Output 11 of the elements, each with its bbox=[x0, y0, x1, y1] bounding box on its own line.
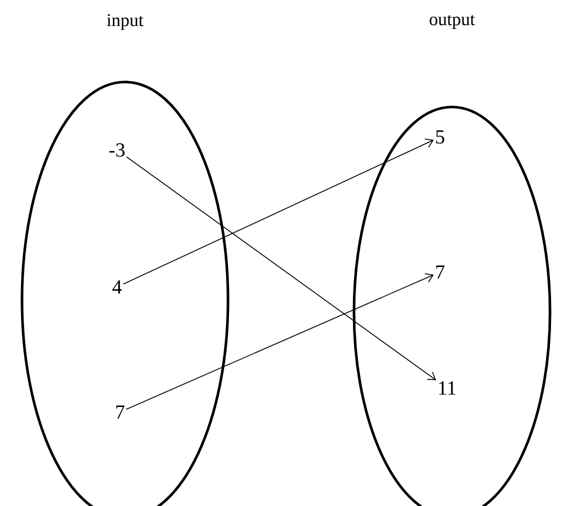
arrow bbox=[122, 138, 434, 285]
number-label: 7 bbox=[116, 405, 124, 419]
set-title: output bbox=[430, 15, 475, 29]
number-label: 5 bbox=[436, 130, 444, 144]
number-label: 4 bbox=[112, 280, 122, 294]
arrow bbox=[126, 156, 436, 380]
set-title: input bbox=[106, 14, 144, 30]
arrow bbox=[126, 273, 434, 410]
number-label: 11 bbox=[439, 381, 456, 395]
number-label: -3 bbox=[109, 143, 125, 157]
number-label: 7 bbox=[436, 265, 444, 279]
